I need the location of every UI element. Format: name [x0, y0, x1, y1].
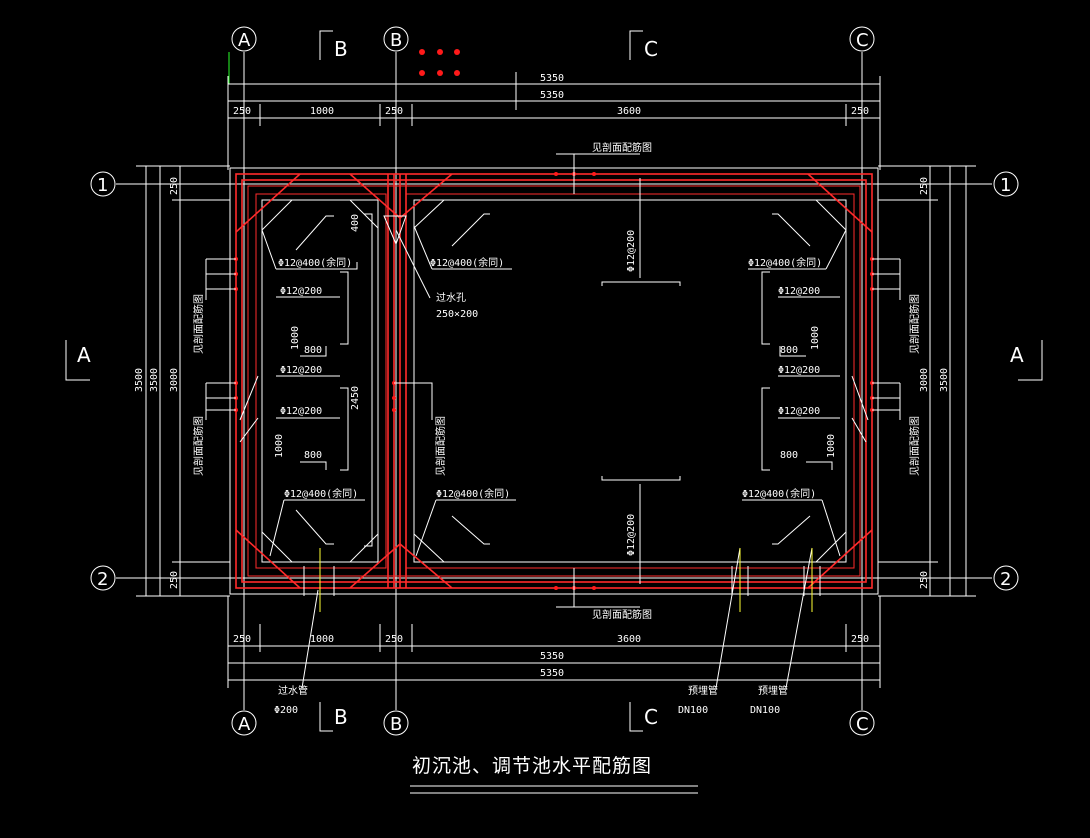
rebar-label-l1: Φ12@200: [280, 286, 322, 297]
dim-250-right-bottom: 250: [919, 571, 930, 589]
dim-800-r2: 800: [780, 450, 798, 461]
rebar-labels: Φ12@400(余同) Φ12@400(余同) Φ12@400(余同) Φ12@…: [192, 141, 921, 621]
leader-lines: [205, 153, 901, 689]
dim-3600-top: 3600: [617, 106, 641, 117]
rebar-label-r3: Φ12@200: [778, 406, 820, 417]
dim-250-bottom-c: 250: [851, 634, 869, 645]
dim-250-left-top: 250: [169, 177, 180, 195]
dim-3500-left: 3500: [134, 368, 145, 392]
see-detail-right-1: 见剖面配筋图: [908, 294, 921, 354]
rebar-label-r1: Φ12@200: [778, 286, 820, 297]
dim-1000-bottom: 1000: [310, 634, 334, 645]
rebar-lines: [235, 173, 873, 589]
dim-total-top-2: 5350: [540, 90, 564, 101]
dim-1000-r1: 1000: [810, 326, 821, 350]
dim-total-bottom-2: 5350: [540, 668, 564, 679]
note-pipe2-b: 预埋管: [758, 684, 788, 697]
haunch-lines: [261, 199, 847, 563]
dim-250-bottom-b: 250: [385, 634, 403, 645]
section-b-top: B: [334, 37, 348, 61]
rebar-label-bm: Φ12@400(余同): [436, 487, 510, 500]
axis-bubbles: A B C A B C 1 1 2 2: [90, 26, 1019, 736]
bottom-dimensions: [227, 596, 881, 688]
dim-800-r1: 800: [780, 345, 798, 356]
dim-1000-r2: 1000: [826, 434, 837, 458]
note-pipe2-a-size: DN100: [678, 705, 708, 716]
dim-400: 400: [350, 214, 361, 232]
right-dimensions: [878, 165, 976, 597]
section-a-right: A: [1010, 343, 1024, 367]
axis-label-2-right: 2: [1000, 569, 1011, 590]
section-a-left: A: [77, 343, 91, 367]
note-pipe2-b-size: DN100: [750, 705, 780, 716]
rebar-label-bl: Φ12@400(余同): [284, 487, 358, 500]
dim-total-top-1: 5350: [540, 73, 564, 84]
dim-250-top-a: 250: [233, 106, 251, 117]
dim-3500-right: 3500: [939, 368, 950, 392]
rebar-label-center-top: Φ12@200: [626, 230, 637, 272]
axis-label-a-top: A: [238, 30, 251, 51]
axis-label-1-left: 1: [97, 175, 108, 196]
axis-label-2-left: 2: [97, 569, 108, 590]
see-detail-mid: 见剖面配筋图: [434, 416, 447, 476]
see-detail-bottom: 见剖面配筋图: [592, 608, 652, 621]
dim-250-bottom-a: 250: [233, 634, 251, 645]
see-detail-left-2: 见剖面配筋图: [192, 416, 205, 476]
note-pipe1: 过水管: [278, 684, 308, 697]
dim-1000-l1: 1000: [290, 326, 301, 350]
axis-label-b-top: B: [390, 30, 402, 51]
dim-3600-bottom: 3600: [617, 634, 641, 645]
notes: 过水孔 250×200 过水管 Φ200 预埋管 DN100 预埋管 DN100: [274, 291, 788, 716]
note-pipe2-a: 预埋管: [688, 684, 718, 697]
see-detail-top: 见剖面配筋图: [592, 141, 652, 154]
note-pipe1-size: Φ200: [274, 705, 298, 716]
rebar-label-tr: Φ12@400(余同): [748, 256, 822, 269]
rebar-label-br: Φ12@400(余同): [742, 487, 816, 500]
axis-label-b-bottom: B: [390, 714, 402, 735]
rebar-label-tl: Φ12@400(余同): [278, 256, 352, 269]
axis-label-c-bottom: C: [856, 714, 869, 735]
left-dimensions: [136, 165, 230, 597]
dim-800-l2: 800: [304, 450, 322, 461]
section-markers: B C B C A A: [65, 30, 1043, 732]
rebar-label-center-bottom: Φ12@200: [626, 514, 637, 556]
rebar-label-l2: Φ12@200: [280, 365, 322, 376]
drawing-title: 初沉池、调节池水平配筋图: [410, 755, 698, 794]
dim-1000-top: 1000: [310, 106, 334, 117]
dim-250-top-c: 250: [851, 106, 869, 117]
axis-label-a-bottom: A: [238, 714, 251, 735]
red-dot-marker: [419, 49, 460, 76]
interior-dims: 400 2450 800 800 800 800 1000 1000 1000 …: [274, 214, 837, 461]
axis-label-c-top: C: [856, 30, 869, 51]
section-c-top: C: [644, 37, 658, 61]
dim-3000-left: 3000: [169, 368, 180, 392]
axis-lines: [116, 52, 992, 710]
dim-250-right-top: 250: [919, 177, 930, 195]
section-b-bottom: B: [334, 705, 348, 729]
section-c-bottom: C: [644, 705, 658, 729]
title-text: 初沉池、调节池水平配筋图: [412, 755, 652, 777]
top-dimensions: [227, 72, 881, 170]
dim-total-bottom-1: 5350: [540, 651, 564, 662]
rebar-label-l3: Φ12@200: [280, 406, 322, 417]
rebar-label-tm: Φ12@400(余同): [430, 256, 504, 269]
dim-250-left-bottom: 250: [169, 571, 180, 589]
rebar-label-r2: Φ12@200: [778, 365, 820, 376]
dim-3500-left-2: 3500: [149, 368, 160, 392]
dim-250-top-b: 250: [385, 106, 403, 117]
note-hole: 过水孔: [436, 291, 466, 304]
tank-walls: [229, 167, 879, 595]
note-hole-size: 250×200: [436, 309, 478, 320]
dim-800-l1: 800: [304, 345, 322, 356]
see-detail-right-2: 见剖面配筋图: [908, 416, 921, 476]
pipe-markers: [319, 548, 813, 612]
see-detail-left-1: 见剖面配筋图: [192, 294, 205, 354]
dim-2450: 2450: [350, 386, 361, 410]
dim-3000-right: 3000: [919, 368, 930, 392]
axis-label-1-right: 1: [1000, 175, 1011, 196]
dim-1000-l2: 1000: [274, 434, 285, 458]
rebar-dots: [234, 172, 874, 590]
